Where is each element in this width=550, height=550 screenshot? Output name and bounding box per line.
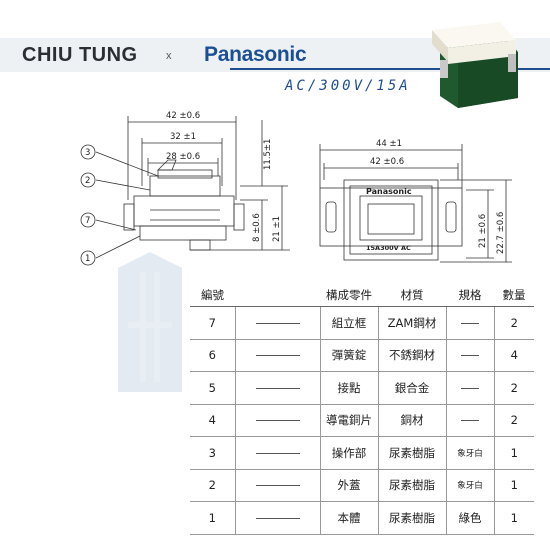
row-qty: 2 [493,371,534,405]
side-dim-inner: 32 ±1 [170,132,196,142]
side-dim-top: 28 ±0.6 [166,152,200,162]
row-part: 導電銅片 [319,404,378,437]
row-number: 6 [190,339,235,372]
panasonic-logo: Panasonic [204,43,307,66]
row-drawing-line [234,404,320,437]
row-part: 接點 [319,371,378,405]
front-dim-22: 22.7 ±0.6 [496,212,506,254]
row-drawing-line [234,371,320,405]
row-qty: 2 [493,306,534,340]
header-blank [235,284,320,307]
header-qty: 數量 [494,284,534,307]
face-rating: 15A300V AC [366,244,411,252]
side-dim-width: 42 ±0.6 [166,111,200,121]
table-header-row: 編號 構成零件 材質 規格 數量 [190,284,534,307]
callout-3: 3 [85,148,90,158]
table-row: 2 外蓋 尿素樹脂 象牙白 1 [190,469,534,502]
row-part: 操作部 [319,436,378,470]
row-drawing-line [234,306,320,340]
row-spec-dash [445,371,494,405]
row-drawing-line [234,436,320,470]
row-number: 7 [190,306,235,340]
table-row: 6 彈簧錠 不銹鋼材 4 [190,339,534,372]
header-spec: 規格 [446,284,494,307]
row-qty: 1 [493,469,534,502]
row-number: 4 [190,404,235,437]
row-spec-dash [445,306,494,340]
table-row: 1 本體 尿素樹脂 綠色 1 [190,501,534,535]
table-row: 7 組立框 ZAM鋼材 2 [190,306,534,340]
row-material: 尿素樹脂 [377,501,446,535]
row-qty: 4 [493,339,534,372]
front-dim-21: 21 ±0.6 [478,214,488,248]
callout-7: 7 [85,216,90,226]
callout-1: 1 [85,254,90,264]
switch-module-image [432,22,518,108]
face-brand: Panasonic [366,187,412,196]
row-material: 銀合金 [377,371,446,405]
row-spec: 綠色 [445,501,494,535]
table-row: 5 接點 銀合金 2 [190,371,534,405]
rating-text: AC/300V/15A [285,78,411,94]
row-spec: 象牙白 [445,436,494,470]
row-part: 組立框 [319,306,378,340]
row-number: 3 [190,436,235,470]
header-number: 編號 [190,284,235,307]
side-dim-height-top: 11.5±1 [263,139,273,170]
row-number: 1 [190,501,235,535]
parts-table: 編號 構成零件 材質 規格 數量 7 組立框 ZAM鋼材 2 6 彈簧錠 不銹鋼… [190,284,534,535]
header-material: 材質 [378,284,446,307]
row-spec-dash [445,339,494,372]
row-qty: 2 [493,404,534,437]
row-material: 尿素樹脂 [377,469,446,502]
front-dim-frame: 42 ±0.6 [370,157,404,167]
row-drawing-line [234,501,320,535]
callout-2: 2 [85,176,90,186]
row-spec-dash [445,404,494,437]
side-dim-21: 21 ±1 [272,216,282,242]
row-material: 尿素樹脂 [377,436,446,470]
row-qty: 1 [493,501,534,535]
row-spec: 象牙白 [445,469,494,502]
row-part: 本體 [319,501,378,535]
row-drawing-line [234,339,320,372]
header-accent-line [230,68,550,70]
row-number: 5 [190,371,235,405]
table-row: 3 操作部 尿素樹脂 象牙白 1 [190,436,534,470]
row-material: 不銹鋼材 [377,339,446,372]
chiu-tung-logo: CHIU TUNG [22,44,138,66]
row-material: ZAM鋼材 [377,306,446,340]
row-part: 外蓋 [319,469,378,502]
row-drawing-line [234,469,320,502]
row-number: 2 [190,469,235,502]
table-row: 4 導電銅片 銅材 2 [190,404,534,437]
row-material: 銅材 [377,404,446,437]
brand-separator: x [166,50,172,62]
row-part: 彈簧錠 [319,339,378,372]
front-dim-overall: 44 ±1 [376,139,402,149]
side-dim-8: 8 ±0.6 [252,213,262,242]
row-qty: 1 [493,436,534,470]
header-part: 構成零件 [320,284,378,307]
